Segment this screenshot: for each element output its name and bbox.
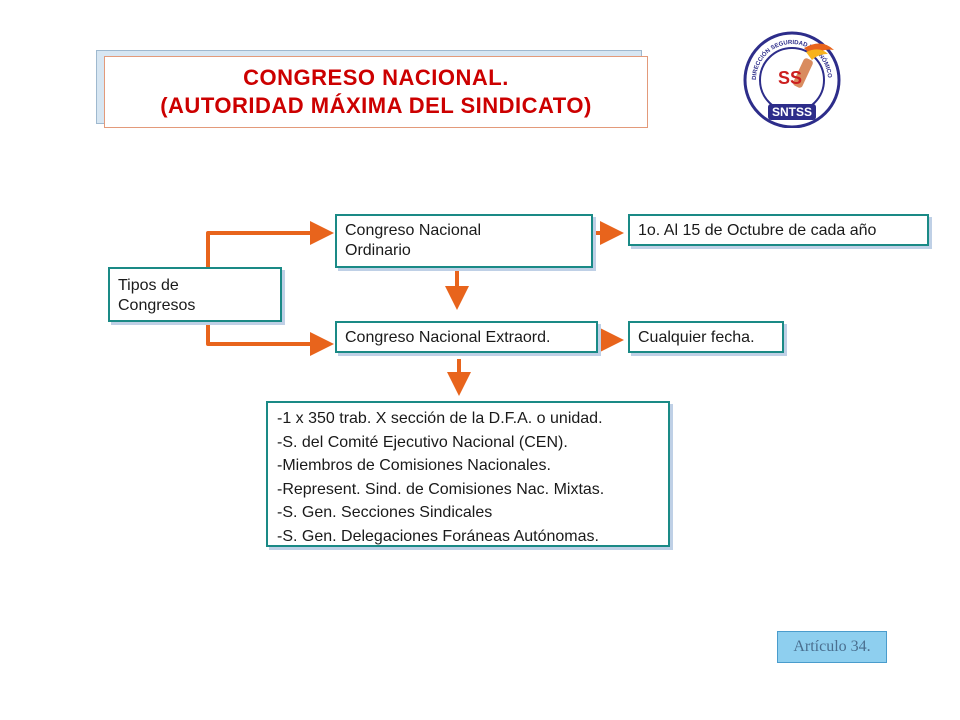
member-item: -Represent. Sind. de Comisiones Nac. Mix… [277, 480, 605, 498]
title-line-1: CONGRESO NACIONAL. [243, 65, 509, 90]
member-item: -Miembros de Comisiones Nacionales. [277, 457, 551, 474]
logo-acronym: SNTSS [772, 105, 812, 119]
article-label: Artículo 34. [793, 638, 871, 655]
node-extraordinario-fecha: Cualquier fecha. [628, 321, 784, 353]
article-reference: Artículo 34. [777, 631, 887, 663]
node-tipos-de-congresos: Tipos de Congresos [108, 267, 282, 322]
node-ordinario-fecha: 1o. Al 15 de Octubre de cada año [628, 214, 929, 246]
ordinario-label-line-2: Ordinario [345, 242, 411, 259]
page-title: CONGRESO NACIONAL. (AUTORIDAD MÁXIMA DEL… [104, 56, 648, 128]
member-item: -S. del Comité Ejecutivo Nacional (CEN). [277, 433, 568, 451]
node-integrantes: -1 x 350 trab. X sección de la D.F.A. o … [266, 401, 670, 547]
member-item: -1 x 350 trab. X sección de la D.F.A. o … [277, 410, 603, 427]
ordinario-label-line-1: Congreso Nacional [345, 222, 482, 239]
member-item: -S. Gen. Delegaciones Foráneas Autónomas… [277, 527, 599, 545]
union-logo-icon: DIRECCIÓN SEGURIDAD ECONÓMICO DE LOS TRA… [740, 24, 842, 129]
node-congreso-ordinario: Congreso Nacional Ordinario [335, 214, 593, 268]
node-congreso-extraordinario: Congreso Nacional Extraord. [335, 321, 598, 353]
member-item: -S. Gen. Secciones Sindicales [277, 504, 493, 521]
arrow-root-to-extraordinario [206, 324, 334, 356]
title-line-2: (AUTORIDAD MÁXIMA DEL SINDICATO) [160, 93, 592, 118]
logo-monogram: SS [778, 68, 802, 88]
arrow-root-to-ordinario [206, 221, 334, 267]
